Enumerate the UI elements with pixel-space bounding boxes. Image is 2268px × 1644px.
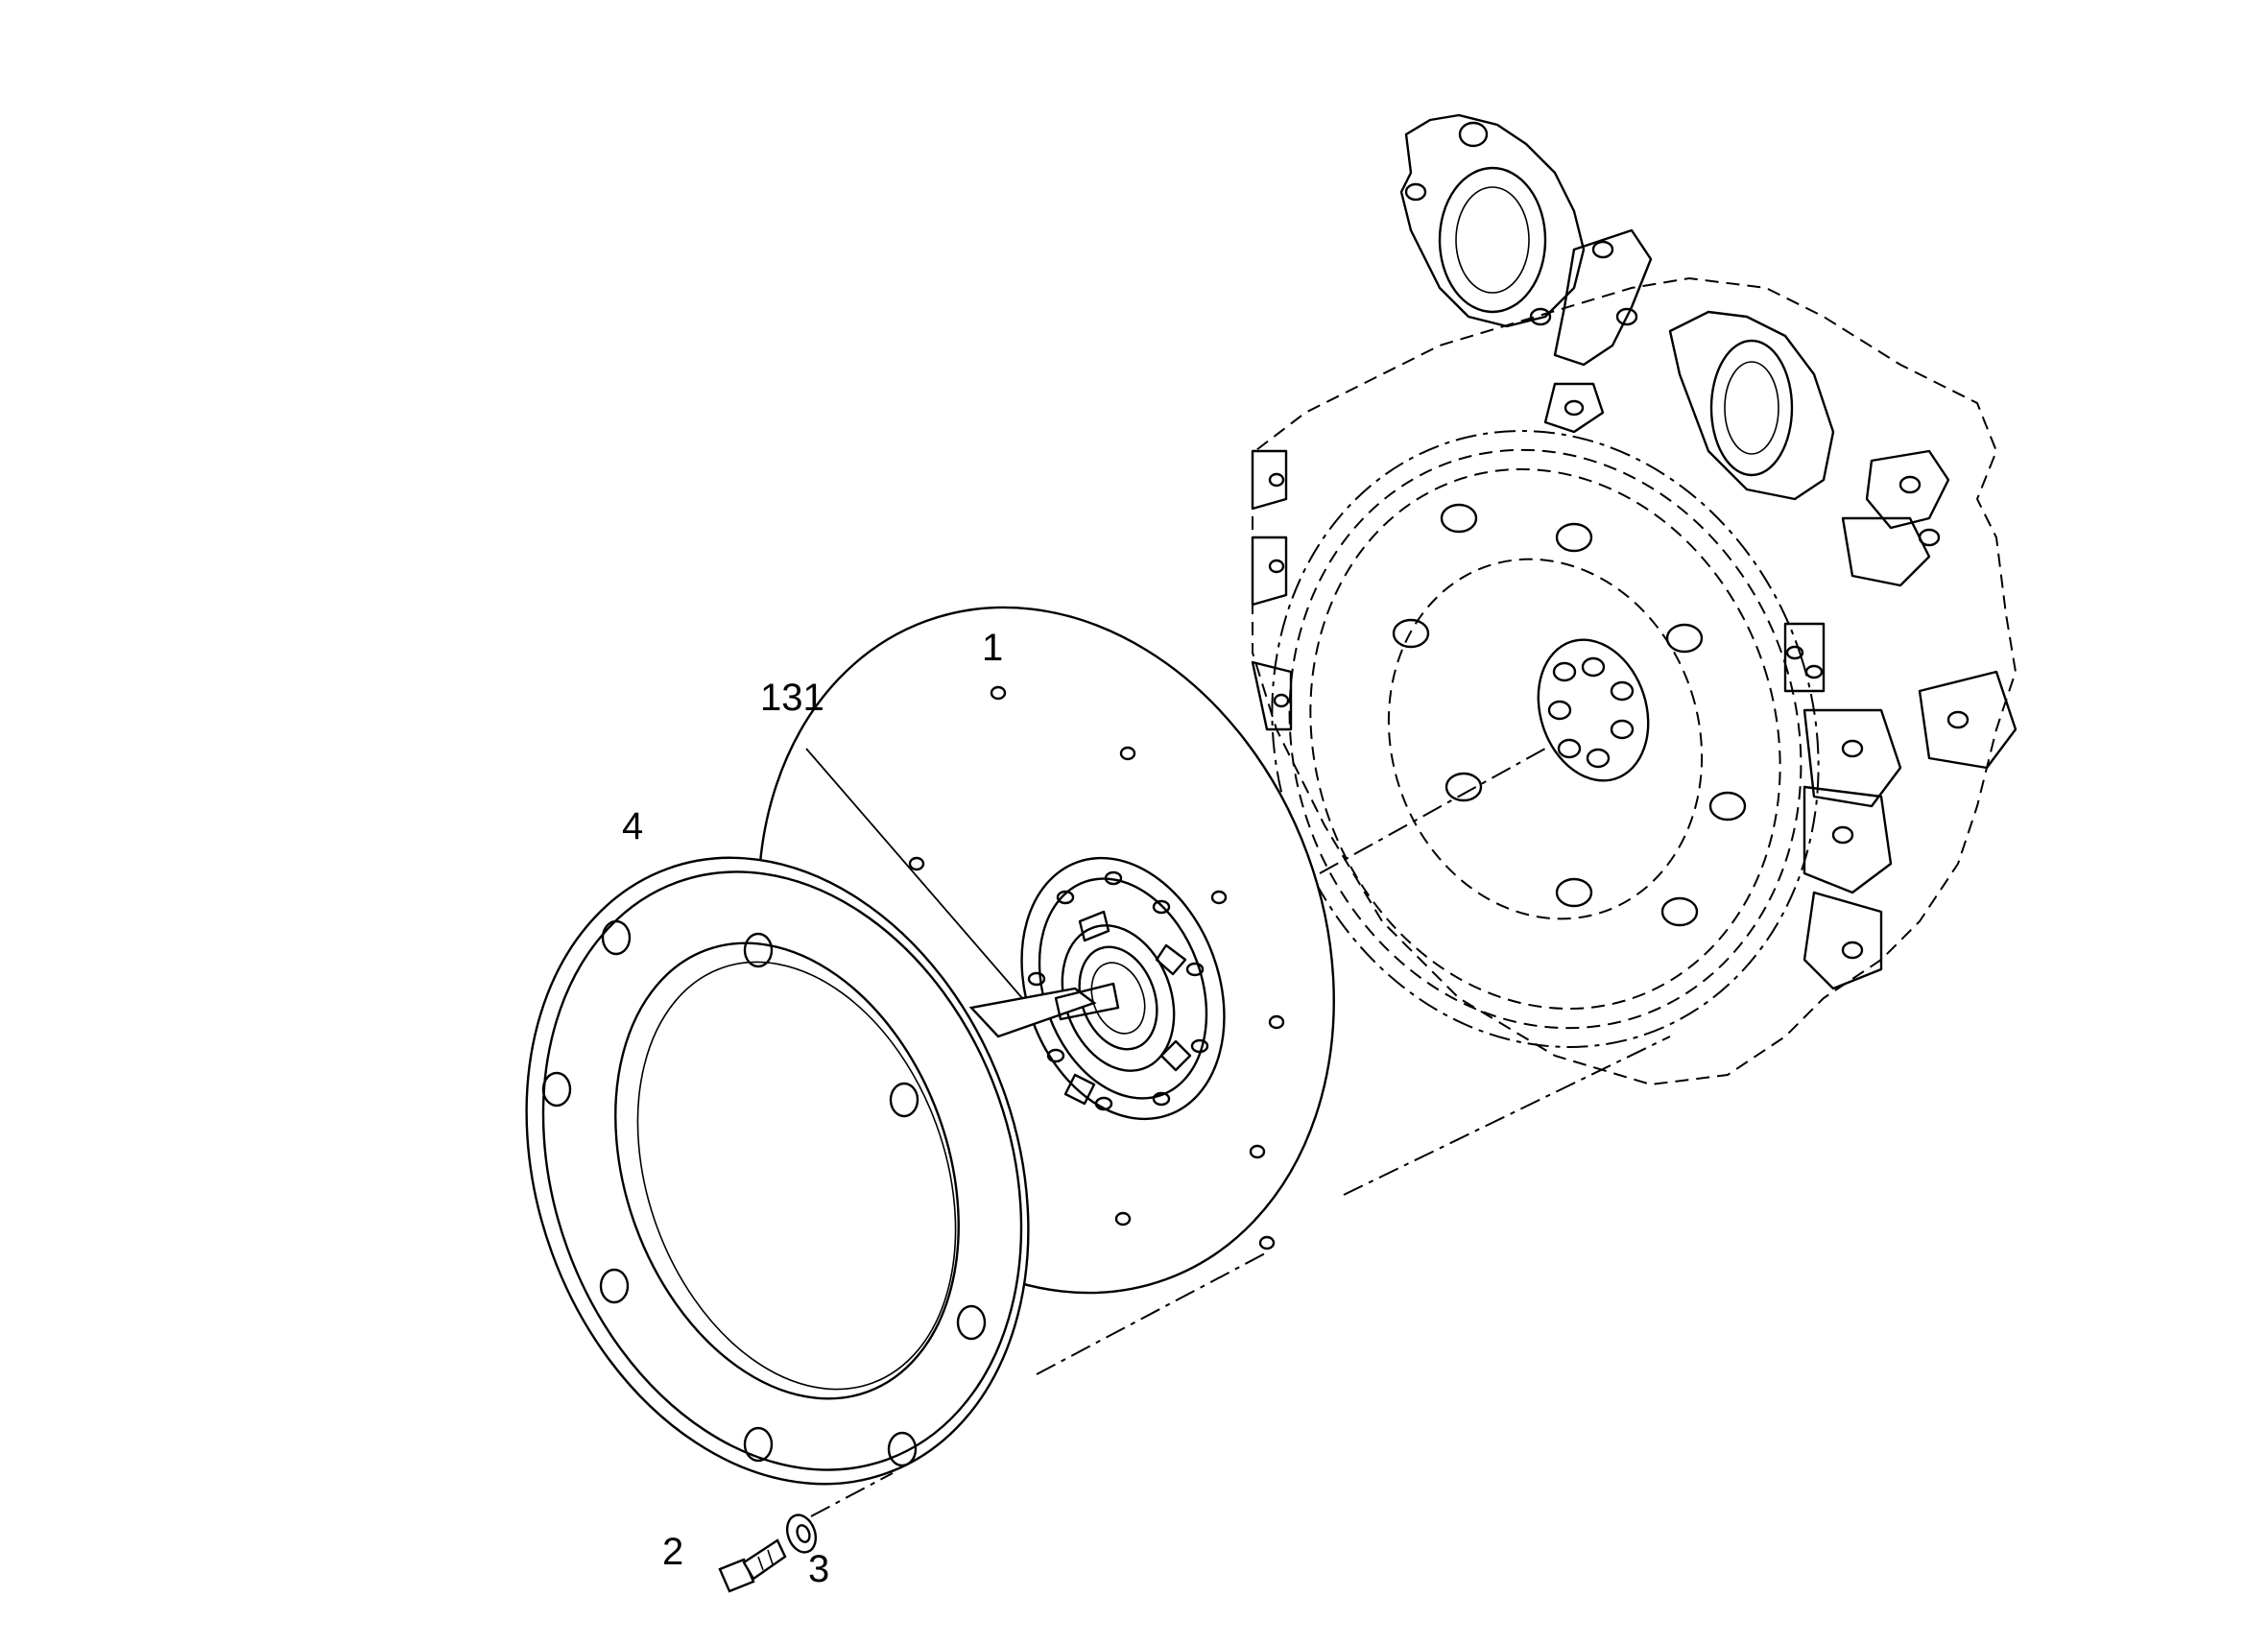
alignment-tool xyxy=(968,982,1120,1038)
callout-part-4: 4 xyxy=(622,805,643,847)
washer xyxy=(785,1513,818,1554)
callout-part-131: 131 xyxy=(760,677,824,719)
leader-131 xyxy=(805,748,1023,999)
callout-part-3: 3 xyxy=(808,1548,829,1590)
engine-flywheel-housing xyxy=(1251,113,2017,1086)
callout-part-1: 1 xyxy=(982,627,1003,669)
cover-ring xyxy=(525,856,1030,1486)
assembly-centerlines xyxy=(810,748,1671,1517)
callout-part-2: 2 xyxy=(662,1531,683,1573)
bolt xyxy=(718,1538,787,1593)
